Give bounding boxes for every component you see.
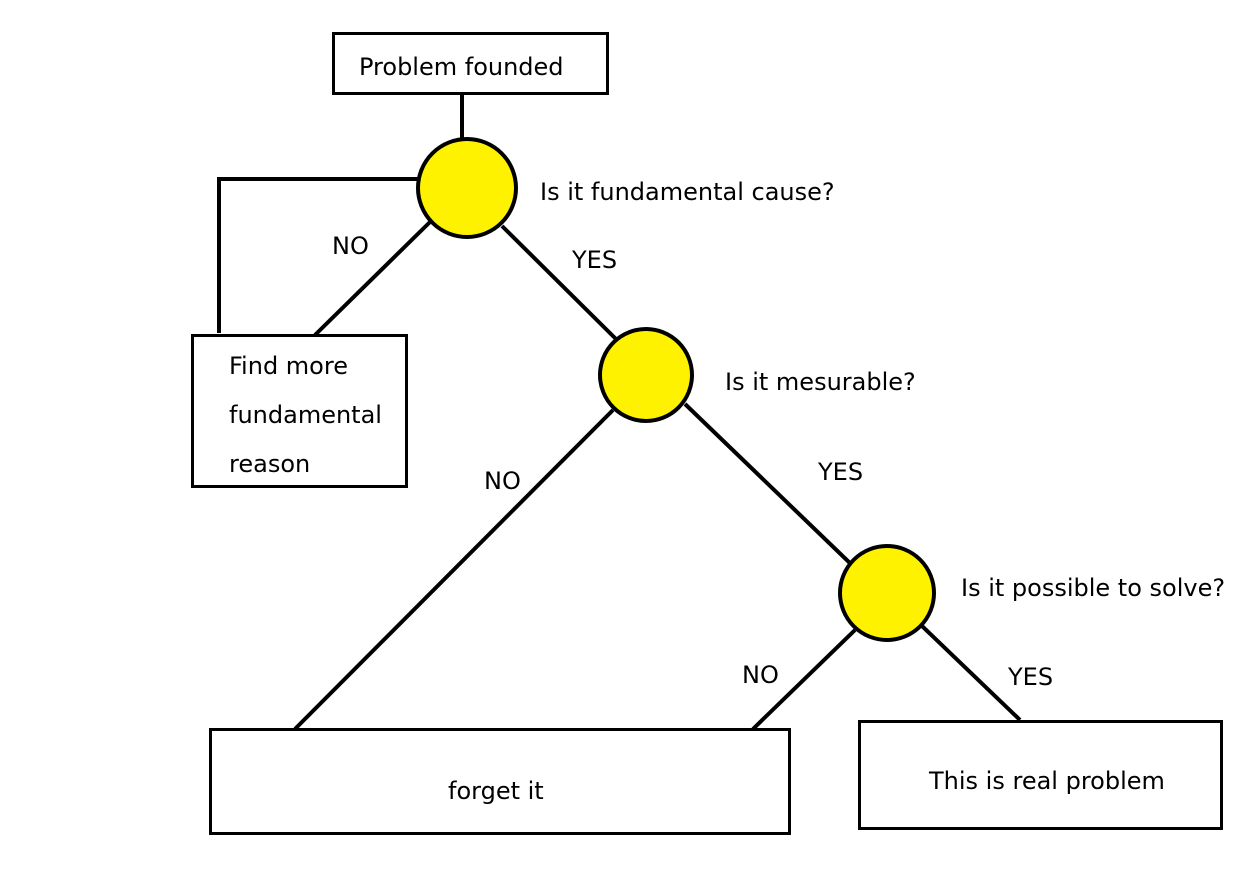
connector-d2-no bbox=[293, 408, 615, 731]
edge-label-d1-yes: YES bbox=[572, 246, 618, 274]
question-solvable: Is it possible to solve? bbox=[961, 574, 1226, 602]
edge-label-d2-no: NO bbox=[484, 467, 521, 495]
real-problem-box: This is real problem bbox=[858, 720, 1223, 830]
find-more-box: Find more fundamental reason bbox=[191, 334, 408, 488]
question-measurable: Is it mesurable? bbox=[725, 368, 916, 396]
decision-node-solvable bbox=[838, 544, 936, 642]
decision-node-fundamental bbox=[416, 137, 518, 239]
edge-label-d3-yes: YES bbox=[1008, 663, 1054, 691]
edge-label-d3-no: NO bbox=[742, 661, 779, 689]
find-more-line-1: Find more bbox=[229, 352, 348, 380]
decision-node-measurable bbox=[598, 327, 694, 423]
find-more-line-3: reason bbox=[229, 450, 311, 478]
real-problem-label: This is real problem bbox=[929, 767, 1165, 795]
start-label: Problem founded bbox=[359, 53, 564, 81]
edge-label-d2-yes: YES bbox=[818, 458, 864, 486]
connector-d3-yes bbox=[920, 624, 1022, 722]
connector-d1-no bbox=[313, 220, 432, 337]
forget-label: forget it bbox=[448, 777, 544, 805]
find-more-label: Find more fundamental reason bbox=[229, 342, 382, 489]
connector-d2-yes bbox=[683, 402, 855, 568]
find-more-line-2: fundamental bbox=[229, 401, 382, 429]
question-fundamental: Is it fundamental cause? bbox=[540, 178, 835, 206]
connector-loop-back bbox=[217, 177, 420, 333]
start-box: Problem founded bbox=[332, 32, 609, 95]
forget-box: forget it bbox=[209, 728, 791, 835]
edge-label-d1-no: NO bbox=[332, 232, 369, 260]
connector-d3-no bbox=[751, 628, 857, 731]
connector-d1-yes bbox=[500, 224, 621, 344]
